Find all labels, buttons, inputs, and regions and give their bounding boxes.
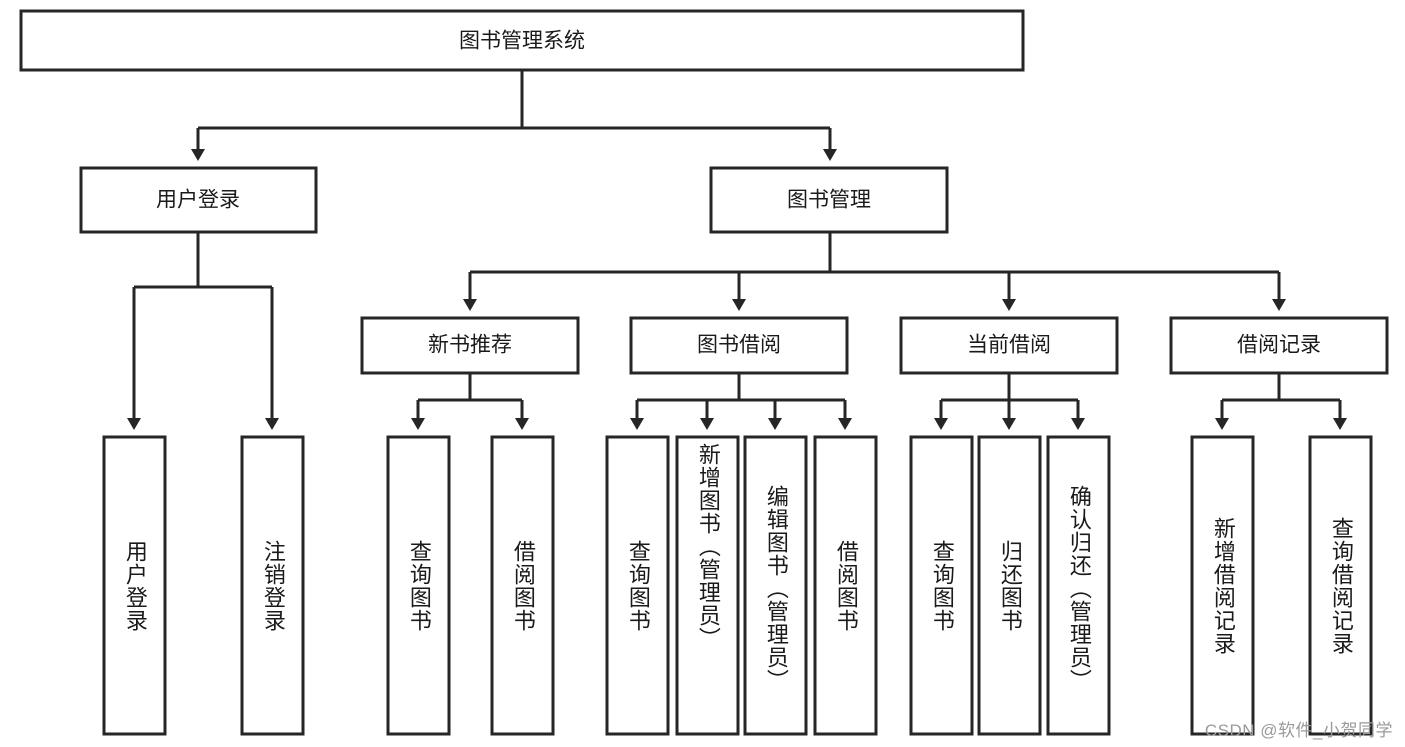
connector-records-to-leaves	[1215, 373, 1347, 430]
node-book-management[interactable]: 图书管理	[709, 166, 949, 234]
node-leaf-query-book-rec-label: 查询图书	[406, 539, 432, 632]
node-leaf-query-borrow-record[interactable]	[1308, 435, 1373, 736]
node-leaf-add-borrow-record[interactable]	[1190, 435, 1255, 736]
node-borrow-records-label: 借阅记录	[1237, 334, 1321, 357]
node-leaf-edit-book-admin[interactable]	[743, 435, 808, 736]
node-borrow-records[interactable]: 借阅记录	[1169, 316, 1389, 375]
watermark: CSDN @软件_小贺同学	[1204, 721, 1393, 740]
node-leaf-confirm-return-admin[interactable]	[1046, 435, 1111, 736]
node-root-label: 图书管理系统	[459, 30, 585, 53]
node-leaf-return-book[interactable]	[977, 435, 1042, 736]
node-leaf-user-login-label: 用户登录	[122, 539, 148, 632]
node-leaf-logout[interactable]	[240, 435, 305, 736]
node-user-login-label: 用户登录	[156, 189, 240, 212]
node-leaf-query-borrow-record-label: 查询借阅记录	[1328, 516, 1354, 655]
connector-user-login-to-leaves	[127, 232, 279, 430]
node-leaf-add-book-admin-label: 新增图书（管理员）	[695, 443, 721, 650]
node-leaf-borrow-book-label: 借阅图书	[833, 539, 859, 632]
node-root[interactable]: 图书管理系统	[19, 9, 1025, 72]
connector-root-to-level2	[191, 70, 837, 161]
node-leaf-query-book-rec[interactable]	[386, 435, 451, 736]
node-new-book-recommend-label: 新书推荐	[428, 334, 512, 357]
node-leaf-query-book-current[interactable]	[909, 435, 974, 736]
node-book-borrow-label: 图书借阅	[697, 334, 781, 357]
node-new-book-recommend[interactable]: 新书推荐	[360, 316, 580, 375]
node-book-borrow[interactable]: 图书借阅	[629, 316, 849, 375]
node-leaf-add-borrow-record-label: 新增借阅记录	[1210, 516, 1236, 655]
node-user-login[interactable]: 用户登录	[79, 166, 318, 234]
node-leaf-return-book-label: 归还图书	[997, 539, 1023, 632]
connector-current-to-leaves	[934, 373, 1085, 430]
node-leaf-edit-book-admin-label: 编辑图书（管理员）	[763, 485, 789, 692]
node-current-borrow[interactable]: 当前借阅	[899, 316, 1119, 375]
node-leaf-add-book-admin[interactable]	[675, 435, 740, 736]
node-book-management-label: 图书管理	[787, 189, 871, 212]
node-leaf-borrow-book-rec-label: 借阅图书	[510, 539, 536, 632]
node-leaf-query-book-borrow-label: 查询图书	[625, 539, 651, 632]
node-leaf-borrow-book[interactable]	[813, 435, 878, 736]
node-current-borrow-label: 当前借阅	[967, 334, 1051, 357]
node-leaf-user-login[interactable]	[102, 435, 167, 736]
connector-borrow-to-leaves	[630, 373, 852, 430]
connector-new-books-to-leaves	[411, 373, 529, 430]
connector-book-mgmt-to-level3	[463, 232, 1286, 311]
node-leaf-borrow-book-rec[interactable]	[490, 435, 555, 736]
node-leaf-query-book-borrow[interactable]	[605, 435, 670, 736]
node-leaf-logout-label: 注销登录	[260, 539, 286, 632]
node-leaf-query-book-current-label: 查询图书	[929, 539, 955, 632]
node-leaf-confirm-return-admin-label: 确认归还（管理员）	[1066, 485, 1092, 692]
